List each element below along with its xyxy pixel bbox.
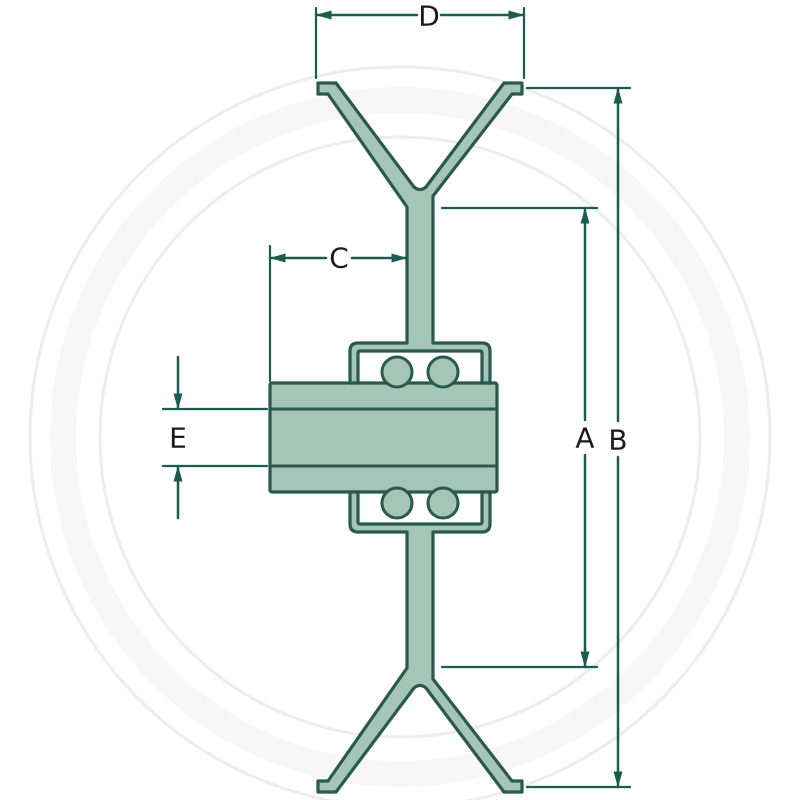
- watermark-circle-inner-icon: [98, 135, 702, 739]
- pulley-lower-shell: [316, 490, 524, 794]
- watermark-ring-icon: [50, 87, 750, 787]
- pulley-upper-shell: [316, 81, 524, 385]
- dimension-b: B: [525, 86, 632, 789]
- dim-c-label: C: [329, 242, 349, 275]
- hub-assembly: [268, 381, 499, 494]
- watermark-circle-outer-icon: [28, 65, 772, 800]
- dimension-a: A: [440, 206, 599, 669]
- dimension-c: C: [268, 242, 409, 383]
- hub-sleeve: [268, 381, 499, 494]
- bearing-ball-bottom-right: [426, 486, 460, 520]
- bearing-ball-bottom-left: [380, 486, 414, 520]
- dim-e-label: E: [169, 422, 187, 455]
- dimension-d: D: [314, 0, 526, 80]
- ball-bearings: [380, 355, 460, 520]
- dim-a-label: A: [575, 422, 594, 455]
- background-watermark: [28, 65, 772, 800]
- dim-b-label: B: [608, 424, 627, 457]
- bearing-ball-top-right: [426, 355, 460, 389]
- bearing-ball-top-left: [380, 355, 414, 389]
- dim-d-label: D: [418, 0, 440, 33]
- dimension-e: E: [161, 355, 269, 520]
